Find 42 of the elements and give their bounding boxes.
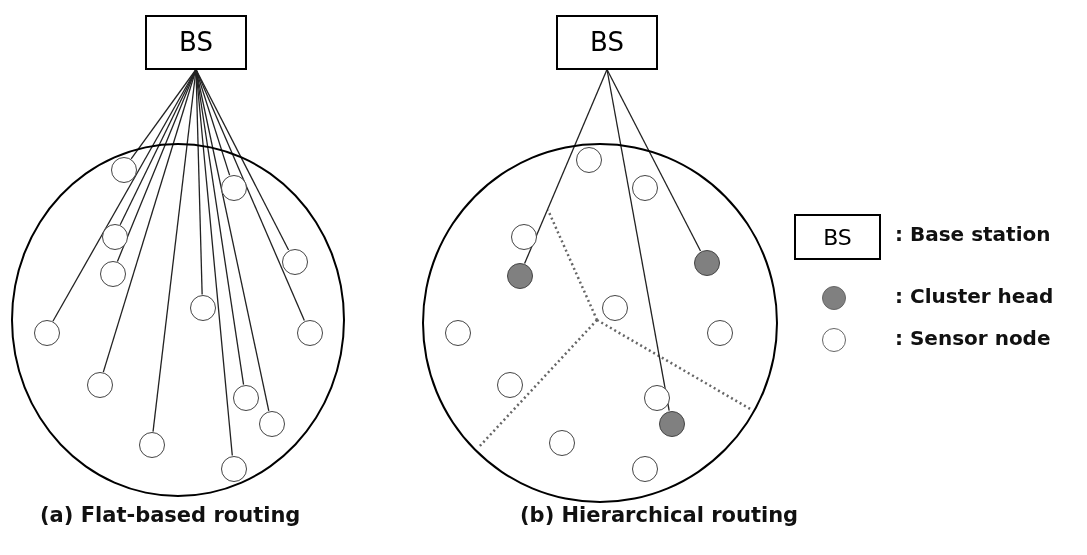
cluster-head-circle (693, 249, 720, 276)
sensor-node-circle (631, 174, 658, 201)
sensor-node-circle (99, 260, 126, 287)
sensor-node-circle (510, 223, 537, 250)
legend-base-station-symbol: BS (794, 214, 881, 260)
panel-caption: (a) Flat-based routing (40, 503, 301, 527)
network-area-circle (11, 143, 345, 497)
sensor-node-circle (220, 455, 247, 482)
cluster-head-circle (506, 262, 533, 289)
link-line (606, 68, 702, 252)
link-line (130, 68, 197, 160)
sensor-node-circle (33, 319, 60, 346)
sensor-node-circle (258, 410, 285, 437)
sensor-node-circle (281, 248, 308, 275)
link-line (195, 68, 305, 322)
sensor-node-circle (138, 431, 165, 458)
link-line (523, 68, 608, 265)
link-line (52, 68, 197, 322)
sensor-node-circle (631, 455, 658, 482)
base-station-box: BS (556, 14, 658, 70)
sensor-node-circle (706, 319, 733, 346)
cluster-head-circle (658, 410, 685, 437)
legend-label: : Base station (895, 222, 1051, 246)
sensor-node-circle (444, 319, 471, 346)
sensor-node-circle (86, 371, 113, 398)
sensor-node-circle (296, 319, 323, 346)
sensor-node-circle (643, 384, 670, 411)
base-station-box: BS (145, 14, 247, 70)
sensor-node-circle (101, 223, 128, 250)
sensor-node-circle (575, 146, 602, 173)
sensor-node-circle (110, 156, 137, 183)
panel-caption: (b) Hierarchical routing (520, 503, 799, 527)
sensor-node-circle (601, 294, 628, 321)
link-line (606, 68, 670, 412)
sensor-node-circle (496, 371, 523, 398)
legend-label: : Cluster head (895, 284, 1054, 308)
legend-label: : Sensor node (895, 326, 1051, 350)
network-area-circle (422, 143, 778, 503)
sensor-node-circle (232, 384, 259, 411)
sensor-node-circle (220, 174, 247, 201)
sensor-node-circle (189, 294, 216, 321)
sensor-node-circle (548, 429, 575, 456)
